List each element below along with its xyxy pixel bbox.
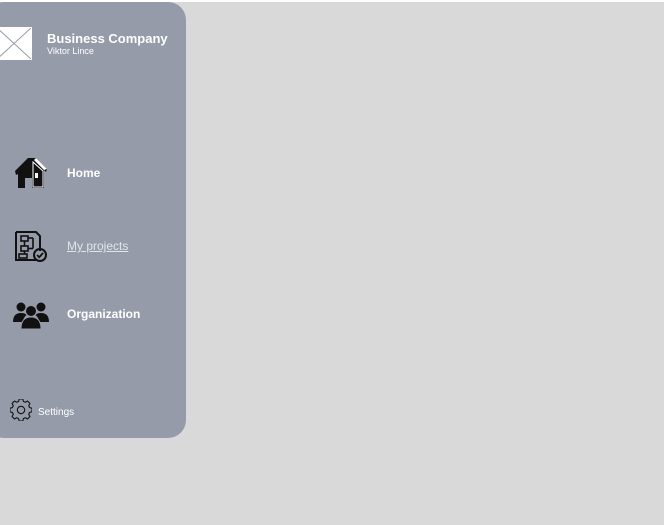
projects-icon — [12, 227, 50, 265]
top-border — [0, 0, 664, 2]
nav-label-my-projects: My projects — [67, 239, 129, 253]
company-name: Business Company — [47, 31, 168, 46]
brand: Business Company Viktor Lince — [0, 27, 168, 60]
nav-label-home: Home — [67, 166, 101, 180]
settings-button[interactable]: Settings — [9, 398, 75, 426]
image-placeholder-icon — [0, 27, 32, 60]
nav-item-organization[interactable]: Organization — [12, 295, 140, 333]
nav-item-home[interactable]: Home — [12, 154, 100, 192]
nav-item-my-projects[interactable]: My projects — [12, 227, 128, 265]
settings-label: Settings — [38, 407, 75, 418]
user-name: Viktor Lince — [47, 46, 94, 56]
brand-text: Business Company Viktor Lince — [47, 31, 168, 57]
nav-label-organization: Organization — [67, 307, 141, 321]
house-icon — [12, 154, 50, 192]
sidebar: Business Company Viktor Lince Home — [0, 2, 186, 438]
people-icon — [12, 295, 50, 333]
gear-icon — [9, 398, 33, 426]
